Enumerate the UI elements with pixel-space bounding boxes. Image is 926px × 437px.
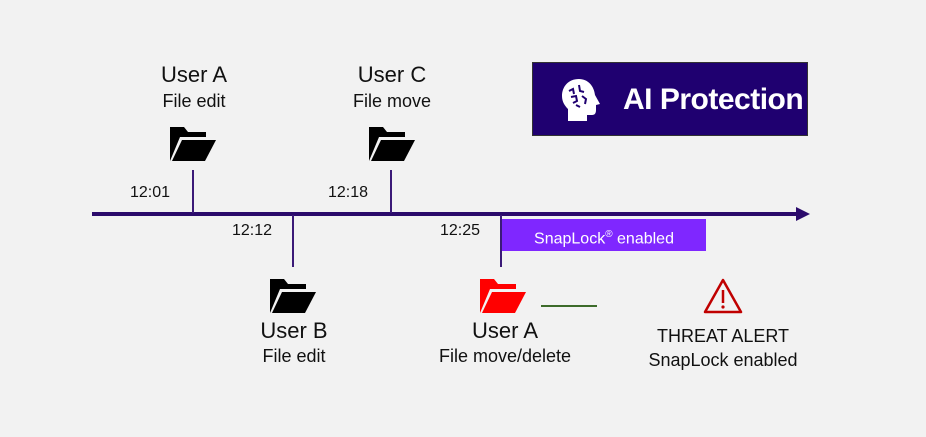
warning-triangle-icon [703,278,743,314]
threat-alert-subtitle: SnapLock enabled [648,350,798,370]
event-action: File move [352,91,432,111]
registered-mark: ® [605,229,613,240]
snaplock-banner-suffix: enabled [612,230,674,248]
event-tick [292,215,294,267]
snaplock-banner-label: SnapLock [534,230,606,248]
event-time: 12:01 [130,184,171,201]
event-action: File edit [262,346,326,366]
brain-head-icon [562,79,600,121]
event-tick [390,170,392,213]
connector-line [541,305,597,307]
event-user: User C [357,62,427,87]
event-time: 12:12 [232,222,273,239]
ai-protection-label: AI Protection [623,83,804,116]
snaplock-banner: SnapLock® enabled [502,219,706,251]
event-user: User A [471,318,539,343]
folder-icon [369,127,415,161]
threat-alert-title: THREAT ALERT [656,326,790,346]
event-tick [500,215,502,267]
event-action: File move/delete [438,346,572,366]
event-time: 12:25 [440,222,481,239]
ai-protection-badge: AI Protection [532,62,808,136]
folder-icon [270,279,316,313]
event-action: File edit [162,91,226,111]
event-tick [192,170,194,213]
timeline-axis [92,212,798,216]
event-user: User B [260,318,328,343]
event-time: 12:18 [328,184,369,201]
folder-icon [170,127,216,161]
event-user: User A [160,62,228,87]
folder-icon-red [480,279,526,313]
timeline-arrow-icon [796,207,810,221]
